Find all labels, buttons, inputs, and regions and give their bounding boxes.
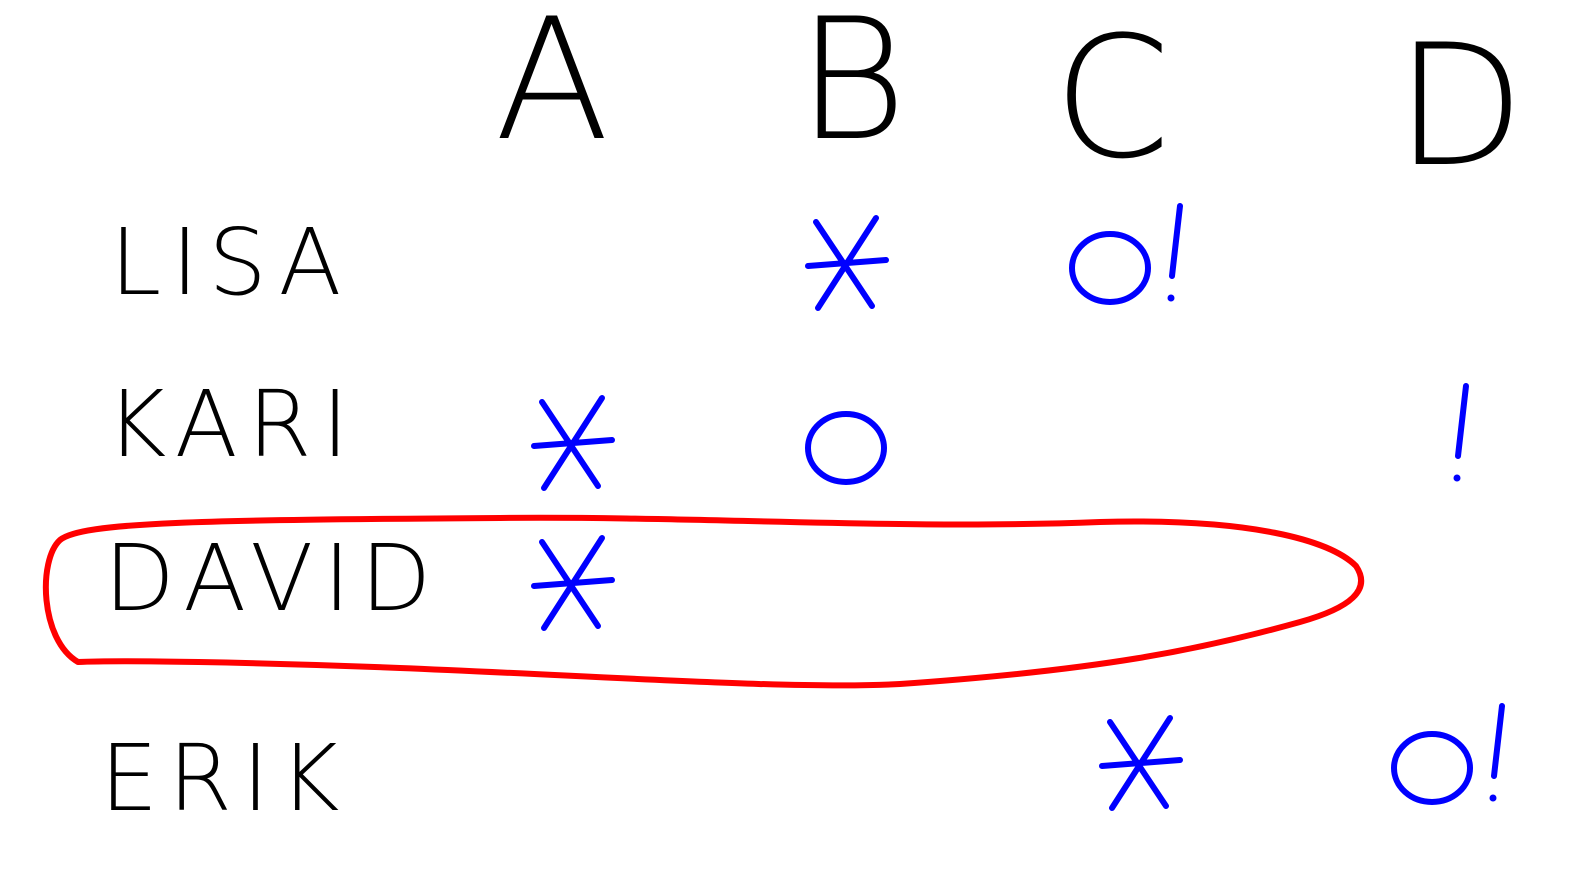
row-label-david: DAVID <box>104 525 441 632</box>
cell-mark-kari-d-exclamation <box>1453 383 1469 482</box>
cell-marks-layer <box>531 203 1505 811</box>
row-label-erik: ERIK <box>100 725 350 832</box>
cell-mark-kari-a-asterisk <box>531 395 615 491</box>
highlight-loop <box>42 514 1365 689</box>
cell-mark-erik-d-circle <box>1391 731 1473 805</box>
cell-mark-lisa-c-exclamation <box>1167 203 1183 302</box>
column-header-c: C <box>1053 0 1170 196</box>
column-header-a: A <box>495 0 610 178</box>
cell-mark-kari-b-circle <box>805 411 887 485</box>
cell-mark-lisa-c-circle <box>1069 231 1151 305</box>
cell-mark-erik-d-exclamation <box>1489 703 1505 802</box>
cell-mark-erik-c-asterisk <box>1099 715 1183 811</box>
column-header-d: D <box>1395 8 1524 204</box>
row-label-lisa: LISA <box>110 209 351 316</box>
cell-mark-david-a-asterisk <box>531 535 615 631</box>
cell-mark-lisa-b-asterisk <box>805 215 889 311</box>
row-label-kari: KARI <box>106 371 359 478</box>
column-header-b: B <box>797 0 907 178</box>
